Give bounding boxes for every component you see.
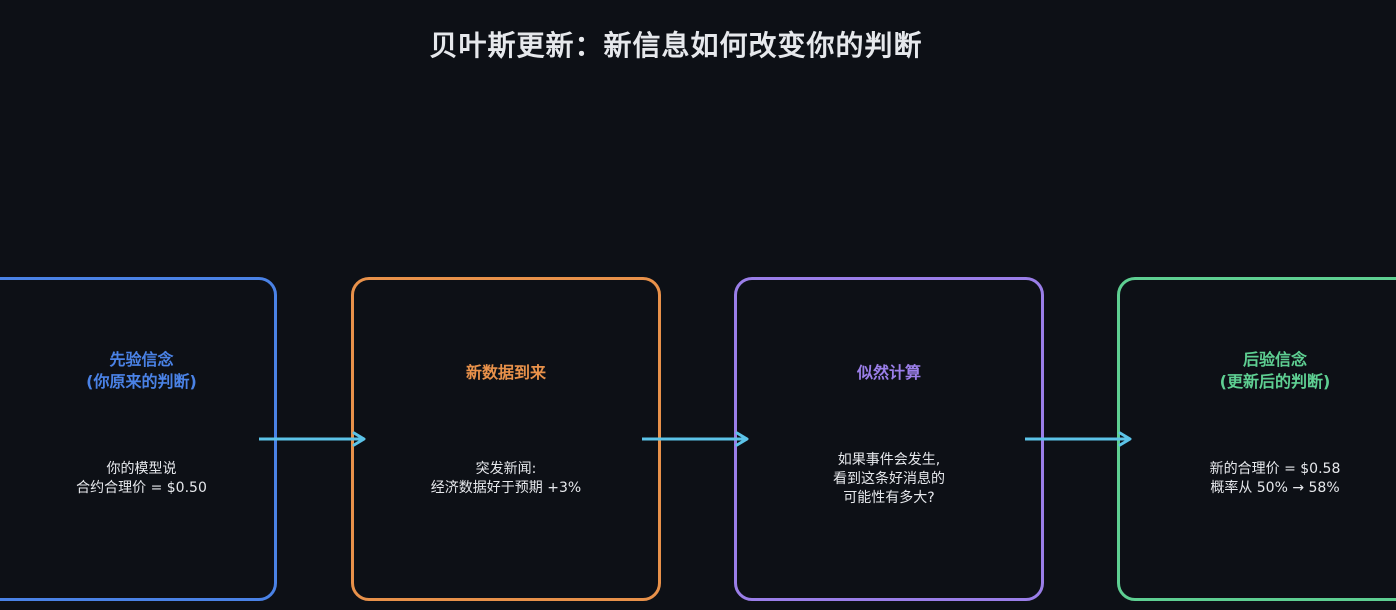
likelihood-body-line1: 如果事件会发生, xyxy=(837,452,941,468)
prior-heading: 先验信念 (你原来的判断) xyxy=(3,349,280,393)
posterior-body: 新的合理价 = $0.58 概率从 50% → 58% xyxy=(1120,460,1396,498)
prior-belief-box: 先验信念 (你原来的判断) 你的模型说 合约合理价 = $0.50 xyxy=(0,277,277,601)
prior-heading-line1: 先验信念 xyxy=(109,350,174,369)
diagram-title: 贝叶斯更新：新信息如何改变你的判断 xyxy=(429,29,923,62)
posterior-heading-line1: 后验信念 xyxy=(1242,350,1307,369)
data-body-line1: 突发新闻: xyxy=(475,461,537,477)
prior-body-line2: 合约合理价 = $0.50 xyxy=(76,480,207,496)
data-body-line2: 经济数据好于预期 +3% xyxy=(430,480,582,496)
posterior-heading-line2: (更新后的判断) xyxy=(1219,372,1331,391)
prior-heading-line2: (你原来的判断) xyxy=(86,372,197,391)
posterior-heading: 后验信念 (更新后的判断) xyxy=(1120,349,1396,393)
posterior-body-line1: 新的合理价 = $0.58 xyxy=(1209,461,1341,477)
likelihood-body-line3: 可能性有多大? xyxy=(843,490,935,506)
likelihood-body-line2: 看到这条好消息的 xyxy=(833,471,945,487)
posterior-body-line2: 概率从 50% → 58% xyxy=(1210,480,1340,496)
new-data-box: 新数据到来 突发新闻: 经济数据好于预期 +3% xyxy=(351,277,661,601)
data-heading: 新数据到来 xyxy=(465,363,546,382)
prior-body-line1: 你的模型说 xyxy=(106,461,177,477)
data-body: 突发新闻: 经济数据好于预期 +3% xyxy=(354,460,658,498)
likelihood-box: 似然计算 如果事件会发生, 看到这条好消息的 可能性有多大? xyxy=(734,277,1044,601)
prior-body: 你的模型说 合约合理价 = $0.50 xyxy=(3,460,280,498)
likelihood-body: 如果事件会发生, 看到这条好消息的 可能性有多大? xyxy=(737,451,1041,508)
posterior-belief-box: 后验信念 (更新后的判断) 新的合理价 = $0.58 概率从 50% → 58… xyxy=(1117,277,1396,601)
likelihood-heading: 似然计算 xyxy=(856,363,921,382)
